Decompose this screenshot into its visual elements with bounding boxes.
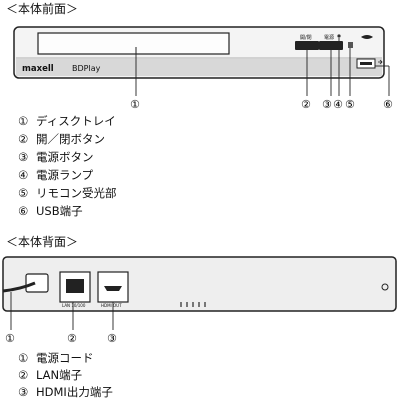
power-lamp [337, 34, 341, 38]
logo-label: BDPlay [72, 64, 101, 73]
power-printed-label: 電源 [324, 34, 334, 41]
front-callout-3: ③ [322, 98, 332, 111]
back-callout-3: ③ [107, 332, 117, 345]
front-callout-4: ④ [333, 98, 343, 111]
back-callout-lines [10, 292, 114, 330]
front-panel [13, 26, 385, 79]
power-cord [2, 281, 36, 293]
blu-ray-logo-icon [361, 35, 373, 39]
power-cord-socket [25, 273, 49, 293]
front-section-title: ＜本体前面＞ [6, 2, 79, 16]
brand-label: maxell [22, 64, 54, 74]
open-close-printed-label: 開/閉 [300, 35, 312, 41]
usb-symbol-icon [378, 59, 383, 65]
power-button [319, 41, 343, 50]
back-callout-2: ② [67, 332, 77, 345]
back-screw [381, 283, 389, 291]
front-callout-1: ① [130, 98, 140, 111]
front-callout-6: ⑥ [383, 98, 393, 111]
open-close-button [295, 41, 319, 50]
hdmi-port [104, 286, 122, 291]
front-panel-lower-strip [16, 59, 382, 76]
front-callout-2: ② [301, 98, 311, 111]
front-callout-lines [135, 38, 390, 96]
lan-printed-label: LAN 10/100 [62, 303, 86, 308]
back-panel [2, 256, 397, 312]
remote-receiver [348, 42, 353, 48]
hdmi-printed-label: HDMI OUT [101, 303, 122, 308]
back-section-title: ＜本体背面＞ [6, 235, 79, 249]
back-vents [180, 302, 206, 307]
back-callout-1: ① [5, 332, 15, 345]
disc-tray [37, 32, 230, 55]
usb-port-slot [360, 62, 372, 65]
lan-port [66, 279, 84, 293]
front-callout-5: ⑤ [345, 98, 355, 111]
